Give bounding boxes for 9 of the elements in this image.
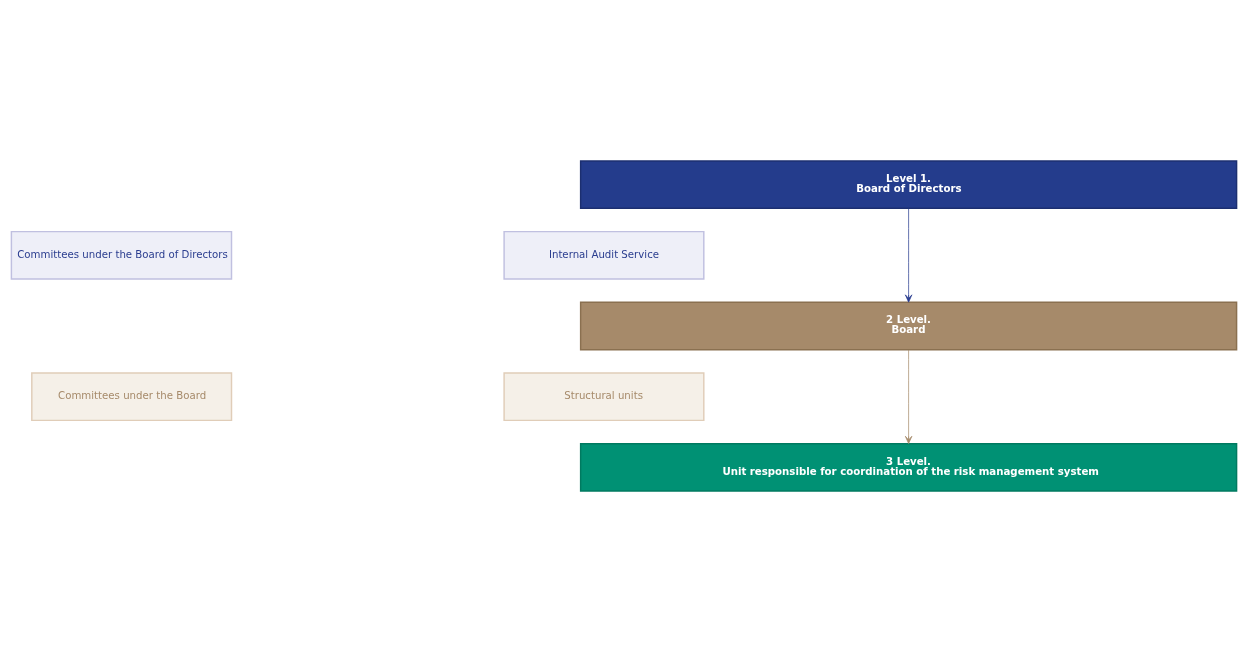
arrow [904,208,913,303]
node-box: 2 Level. Board [579,301,1238,351]
node-box: 3 Level. Unit responsible for coordination of the risk management system [579,442,1238,492]
arrow [904,349,913,444]
node-box: Committees under the Board [31,372,233,422]
node-box: Level 1. Board of Directors [579,160,1238,209]
node-box: Committees under the Board of Directors [10,230,233,280]
node-box: Internal Audit Service [503,230,705,280]
node-box: Structural units [503,372,705,422]
